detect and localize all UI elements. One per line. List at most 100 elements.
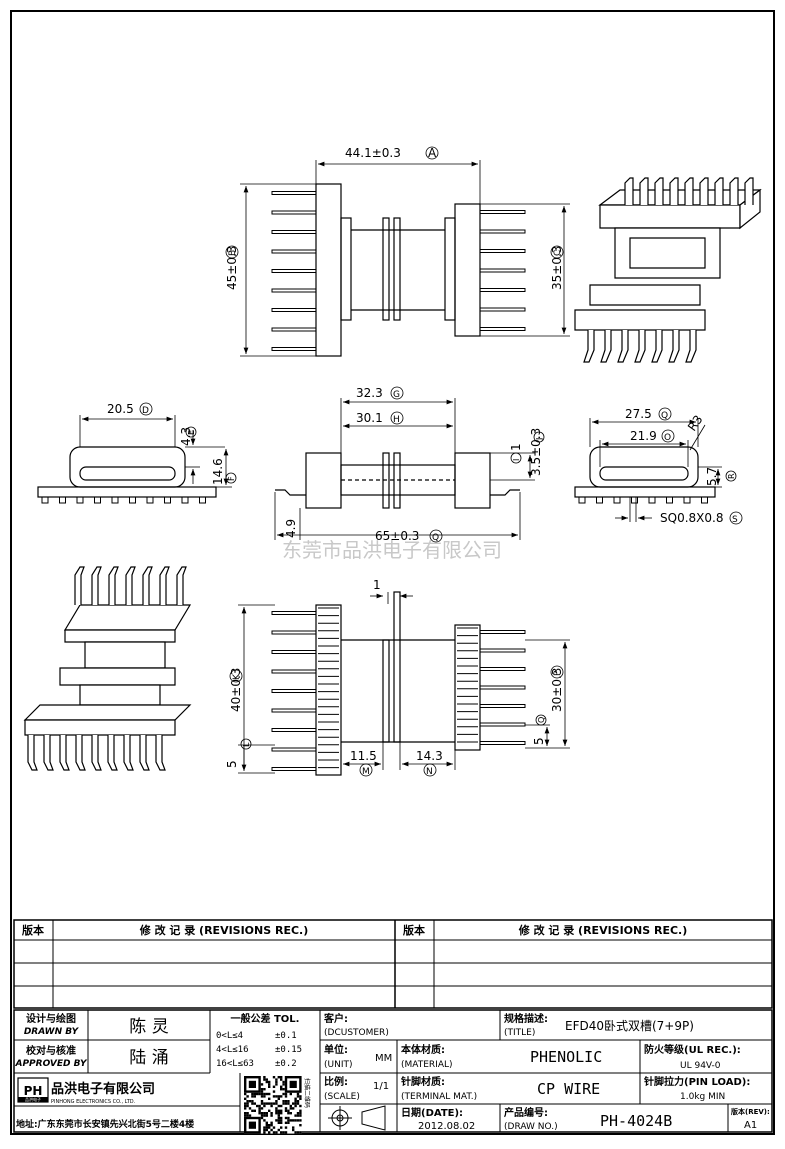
qr-module xyxy=(253,1109,256,1112)
dim-r-w1-mark: Q xyxy=(661,411,668,421)
pin xyxy=(271,630,317,635)
rev-col-version-2: 版本 xyxy=(403,923,425,937)
pin xyxy=(271,708,317,713)
dim-end-h1: 4.3 xyxy=(179,427,193,446)
pin xyxy=(271,210,317,215)
pin xyxy=(651,330,663,363)
qr-module xyxy=(275,1102,278,1105)
qr-module xyxy=(284,1109,288,1112)
qr-module xyxy=(280,1095,283,1098)
qr-module xyxy=(263,1112,266,1115)
pin xyxy=(139,735,150,771)
material-value: PHENOLIC xyxy=(530,1048,602,1066)
dim-b-pitch-l-mark: L xyxy=(242,742,251,747)
tooth xyxy=(41,496,49,504)
pin xyxy=(271,650,317,654)
qr-module xyxy=(246,1114,249,1117)
dim-end-width-mark: D xyxy=(142,406,149,416)
pin xyxy=(271,191,317,195)
side-view xyxy=(275,452,520,509)
pinload-label: 针脚拉力(PIN LOAD): xyxy=(644,1075,750,1088)
qr-module xyxy=(268,1092,271,1096)
pin xyxy=(107,735,118,771)
qr-module xyxy=(265,1121,268,1124)
pin xyxy=(91,566,102,605)
pin xyxy=(142,566,153,605)
tooth xyxy=(181,496,189,504)
qr-module xyxy=(277,1076,280,1079)
tol-value-1: ±0.1 xyxy=(275,1031,297,1041)
qr-module xyxy=(299,1124,302,1127)
tol-title: 一般公差 TOL. xyxy=(231,1012,300,1025)
qr-module xyxy=(270,1104,273,1108)
company-address: 地址:广东东莞市长安镇先兴北街5号二楼4楼 xyxy=(16,1118,194,1130)
qr-module xyxy=(280,1085,283,1088)
qr-module xyxy=(263,1114,266,1117)
pin xyxy=(634,330,646,363)
pin xyxy=(479,630,526,634)
pin xyxy=(479,229,526,234)
qr-module xyxy=(275,1131,278,1134)
pin xyxy=(639,177,649,205)
qr-module xyxy=(287,1116,290,1120)
qr-module xyxy=(246,1104,249,1108)
qr-module xyxy=(251,1092,254,1096)
qr-module xyxy=(292,1128,295,1132)
qr-module xyxy=(263,1131,266,1134)
pin xyxy=(479,288,526,292)
pin xyxy=(123,735,134,771)
terminal-label-en: (TERMINAL MAT.) xyxy=(401,1092,477,1102)
qr-module xyxy=(294,1114,297,1117)
dim-r-w2-mark: O xyxy=(664,433,671,443)
tooth xyxy=(94,496,101,504)
pin xyxy=(159,566,170,605)
pin xyxy=(479,307,526,312)
qr-module xyxy=(282,1080,285,1084)
drawn-by-label-en: DRAWN BY xyxy=(24,1027,80,1037)
pin xyxy=(271,230,317,234)
pin xyxy=(75,735,86,771)
end-view-dims xyxy=(79,415,232,488)
qr-finder xyxy=(289,1080,297,1088)
qr-module xyxy=(275,1095,278,1098)
pinload-value: 1.0kg MIN xyxy=(680,1092,725,1102)
drawn-by-value: 陈 灵 xyxy=(129,1017,168,1037)
dim-b-gap: 1 xyxy=(373,578,381,592)
qr-module xyxy=(280,1104,283,1108)
qr-module xyxy=(263,1095,266,1098)
end-view xyxy=(37,446,217,504)
tooth xyxy=(146,496,154,504)
qr-module xyxy=(265,1112,268,1115)
qr-module xyxy=(277,1109,280,1112)
qr-module xyxy=(289,1092,292,1096)
pin xyxy=(155,735,166,771)
qr-module xyxy=(280,1088,283,1091)
qr-module xyxy=(275,1107,278,1110)
pin xyxy=(479,741,526,745)
qr-module xyxy=(299,1114,302,1117)
qr-module xyxy=(284,1095,288,1098)
iso-view-bottom-left xyxy=(23,566,192,771)
dim-side-pin: 4.9 xyxy=(284,519,298,538)
qr-module xyxy=(299,1131,302,1134)
qr-module xyxy=(244,1092,247,1096)
qr-module xyxy=(258,1092,261,1096)
qr-module xyxy=(277,1128,280,1132)
pin xyxy=(624,177,634,205)
qr-module xyxy=(282,1131,285,1134)
tooth xyxy=(164,496,171,504)
qr-module xyxy=(265,1102,268,1105)
qr-module xyxy=(287,1119,290,1122)
dim-top-width-mark: A xyxy=(428,146,437,160)
qr-module xyxy=(284,1100,288,1103)
qr-module xyxy=(299,1109,302,1112)
dim-right-height-mark: C xyxy=(553,250,563,256)
dim-b-pitch-r: 5 xyxy=(532,737,546,745)
qr-module xyxy=(277,1121,280,1124)
customer-label-cn: 客户: xyxy=(323,1012,348,1025)
qr-module xyxy=(277,1114,280,1117)
qr-module xyxy=(292,1107,295,1110)
qr-module xyxy=(280,1116,283,1120)
pin xyxy=(684,177,694,205)
qr-module xyxy=(244,1104,247,1108)
